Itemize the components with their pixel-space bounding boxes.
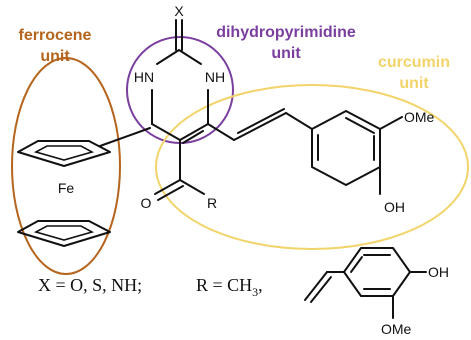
r-definition-suffix: , [258, 275, 263, 295]
oxygen-ketone-label: O [141, 195, 152, 211]
vinyl-bond-2-inner [237, 108, 285, 134]
x-definition: X = O, S, NH; [38, 275, 142, 295]
curcumin-unit-label-line2: unit [399, 75, 429, 92]
x-atom-label: X [174, 3, 184, 19]
curcumin-structure: OMe OH [207, 108, 435, 215]
c6-c5-double-inner [182, 130, 204, 144]
c2-n3-bond [178, 49, 202, 65]
cp-to-dhpm-bond [99, 127, 151, 147]
ome-bond [379, 116, 403, 130]
terminal-vinyl-double-a [304, 271, 328, 301]
oh-curcumin-label: OH [384, 199, 405, 215]
r-group-label: R [207, 195, 217, 211]
r-definition: R = CH3, [196, 275, 263, 299]
hn-atom-label: HN [134, 69, 154, 85]
carbonyl-c-r-bond [179, 179, 205, 195]
vanillyl-double-3 [350, 256, 363, 273]
cyclopentadienyl-ring-top [17, 140, 111, 167]
ferrocene-structure: Fe [17, 127, 151, 247]
dihydropyrimidine-unit-label-line1: dihydropyrimidine [216, 24, 356, 41]
vinyl-bond-2 [233, 112, 287, 141]
cyclopentadienyl-ring-bottom [17, 220, 111, 247]
vinyl-bond-3 [285, 112, 313, 130]
nh-atom-label: NH [205, 69, 225, 85]
terminal-vinyl-double-b [310, 276, 332, 303]
ome-curcumin-label: OMe [404, 109, 435, 125]
cyclopentadienyl-ring-top-inner [33, 145, 95, 161]
cyclopentadienyl-ring-bottom-inner [33, 225, 95, 241]
r-definition-prefix: R = CH [196, 275, 252, 295]
dihydropyrimidine-unit-label-line2: unit [271, 45, 301, 62]
curcumin-aryl-ring [311, 110, 381, 186]
vinyl-bond-1 [207, 123, 235, 141]
ferrocene-unit-ellipse [11, 57, 121, 275]
r-definition-subscript: 3 [252, 285, 258, 299]
dihydropyrimidine-unit-circle [126, 36, 234, 144]
c4-c5-bond [151, 123, 181, 141]
ome-bottom-label: OMe [381, 321, 412, 337]
aryl-double-3 [345, 117, 375, 134]
ferrocene-unit-label-line2: unit [40, 48, 70, 65]
vanillyl-vinyl-structure: OH OMe [304, 247, 449, 337]
c2-n1-bond [156, 49, 180, 65]
curcumin-unit-ellipse [155, 84, 469, 250]
ferrocene-unit-label-line1: ferrocene [19, 27, 92, 44]
c6-c5-bond [179, 123, 209, 141]
iron-atom-label: Fe [58, 180, 75, 196]
carbonyl-c-o-bond-b [157, 185, 184, 201]
ketone-group: O R [141, 179, 217, 211]
dihydropyrimidine-structure: X HN NH [134, 3, 225, 181]
carbonyl-c-o-bond-a [154, 179, 181, 195]
oh-bottom-label: OH [428, 264, 449, 280]
curcumin-unit-label-line1: curcumin [378, 54, 450, 71]
